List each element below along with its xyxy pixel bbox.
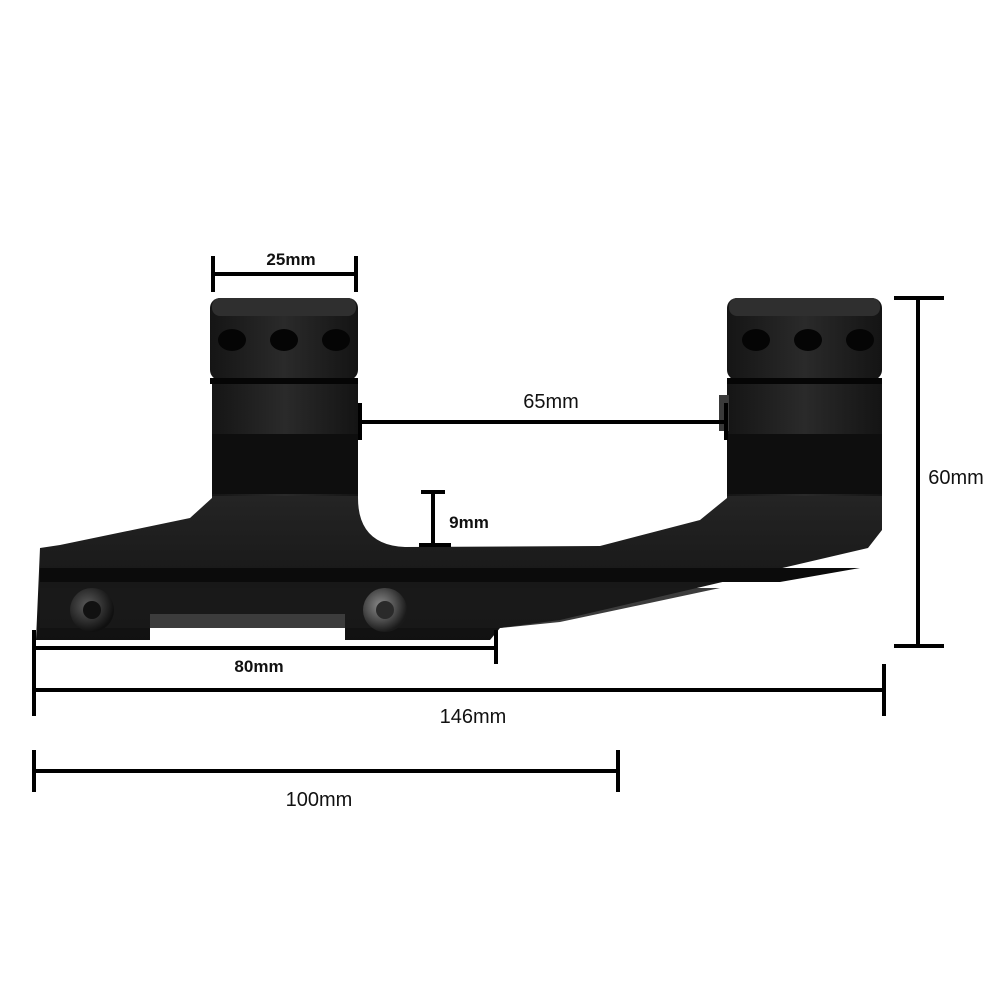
rail-groove (40, 568, 860, 582)
rear-scope-ring (719, 298, 882, 496)
ring-screw-hole (218, 329, 246, 351)
reference-length-label: 100mm (286, 789, 353, 811)
dimension-height: 60mm (894, 296, 984, 648)
height-label: 60mm (928, 467, 984, 489)
ring-split (210, 378, 358, 384)
ring-screw-hole (322, 329, 350, 351)
ring-lower-shade (212, 434, 358, 494)
ring-split (727, 378, 882, 384)
ring-cap-top (729, 298, 880, 316)
front-scope-ring (210, 298, 358, 496)
ring-cap-top (212, 298, 356, 316)
dimension-total-length: 146mm (32, 664, 886, 728)
dimension-ring-spacing: 65mm (358, 391, 728, 440)
dimension-clearance: 9mm (419, 490, 489, 547)
scope-mount (36, 298, 882, 640)
clamp-screw-left (70, 588, 114, 632)
ring-screw-hole (846, 329, 874, 351)
dimension-reference-length: 100mm (32, 750, 620, 811)
clamp-screw-right (363, 588, 407, 632)
ring-width-label: 25mm (266, 250, 315, 269)
ring-screw-hole (742, 329, 770, 351)
ring-lower-shade (727, 434, 882, 494)
dimension-clamp-length: 80mm (32, 630, 498, 676)
clamp-length-label: 80mm (234, 657, 283, 676)
ring-screw-hole (270, 329, 298, 351)
dimension-ring-width: 25mm (211, 250, 358, 292)
total-length-label: 146mm (440, 706, 507, 728)
ring-screw-hole (794, 329, 822, 351)
clearance-label: 9mm (449, 513, 489, 532)
screw-socket (376, 601, 394, 619)
screw-socket (83, 601, 101, 619)
ring-spacing-label: 65mm (523, 391, 579, 413)
